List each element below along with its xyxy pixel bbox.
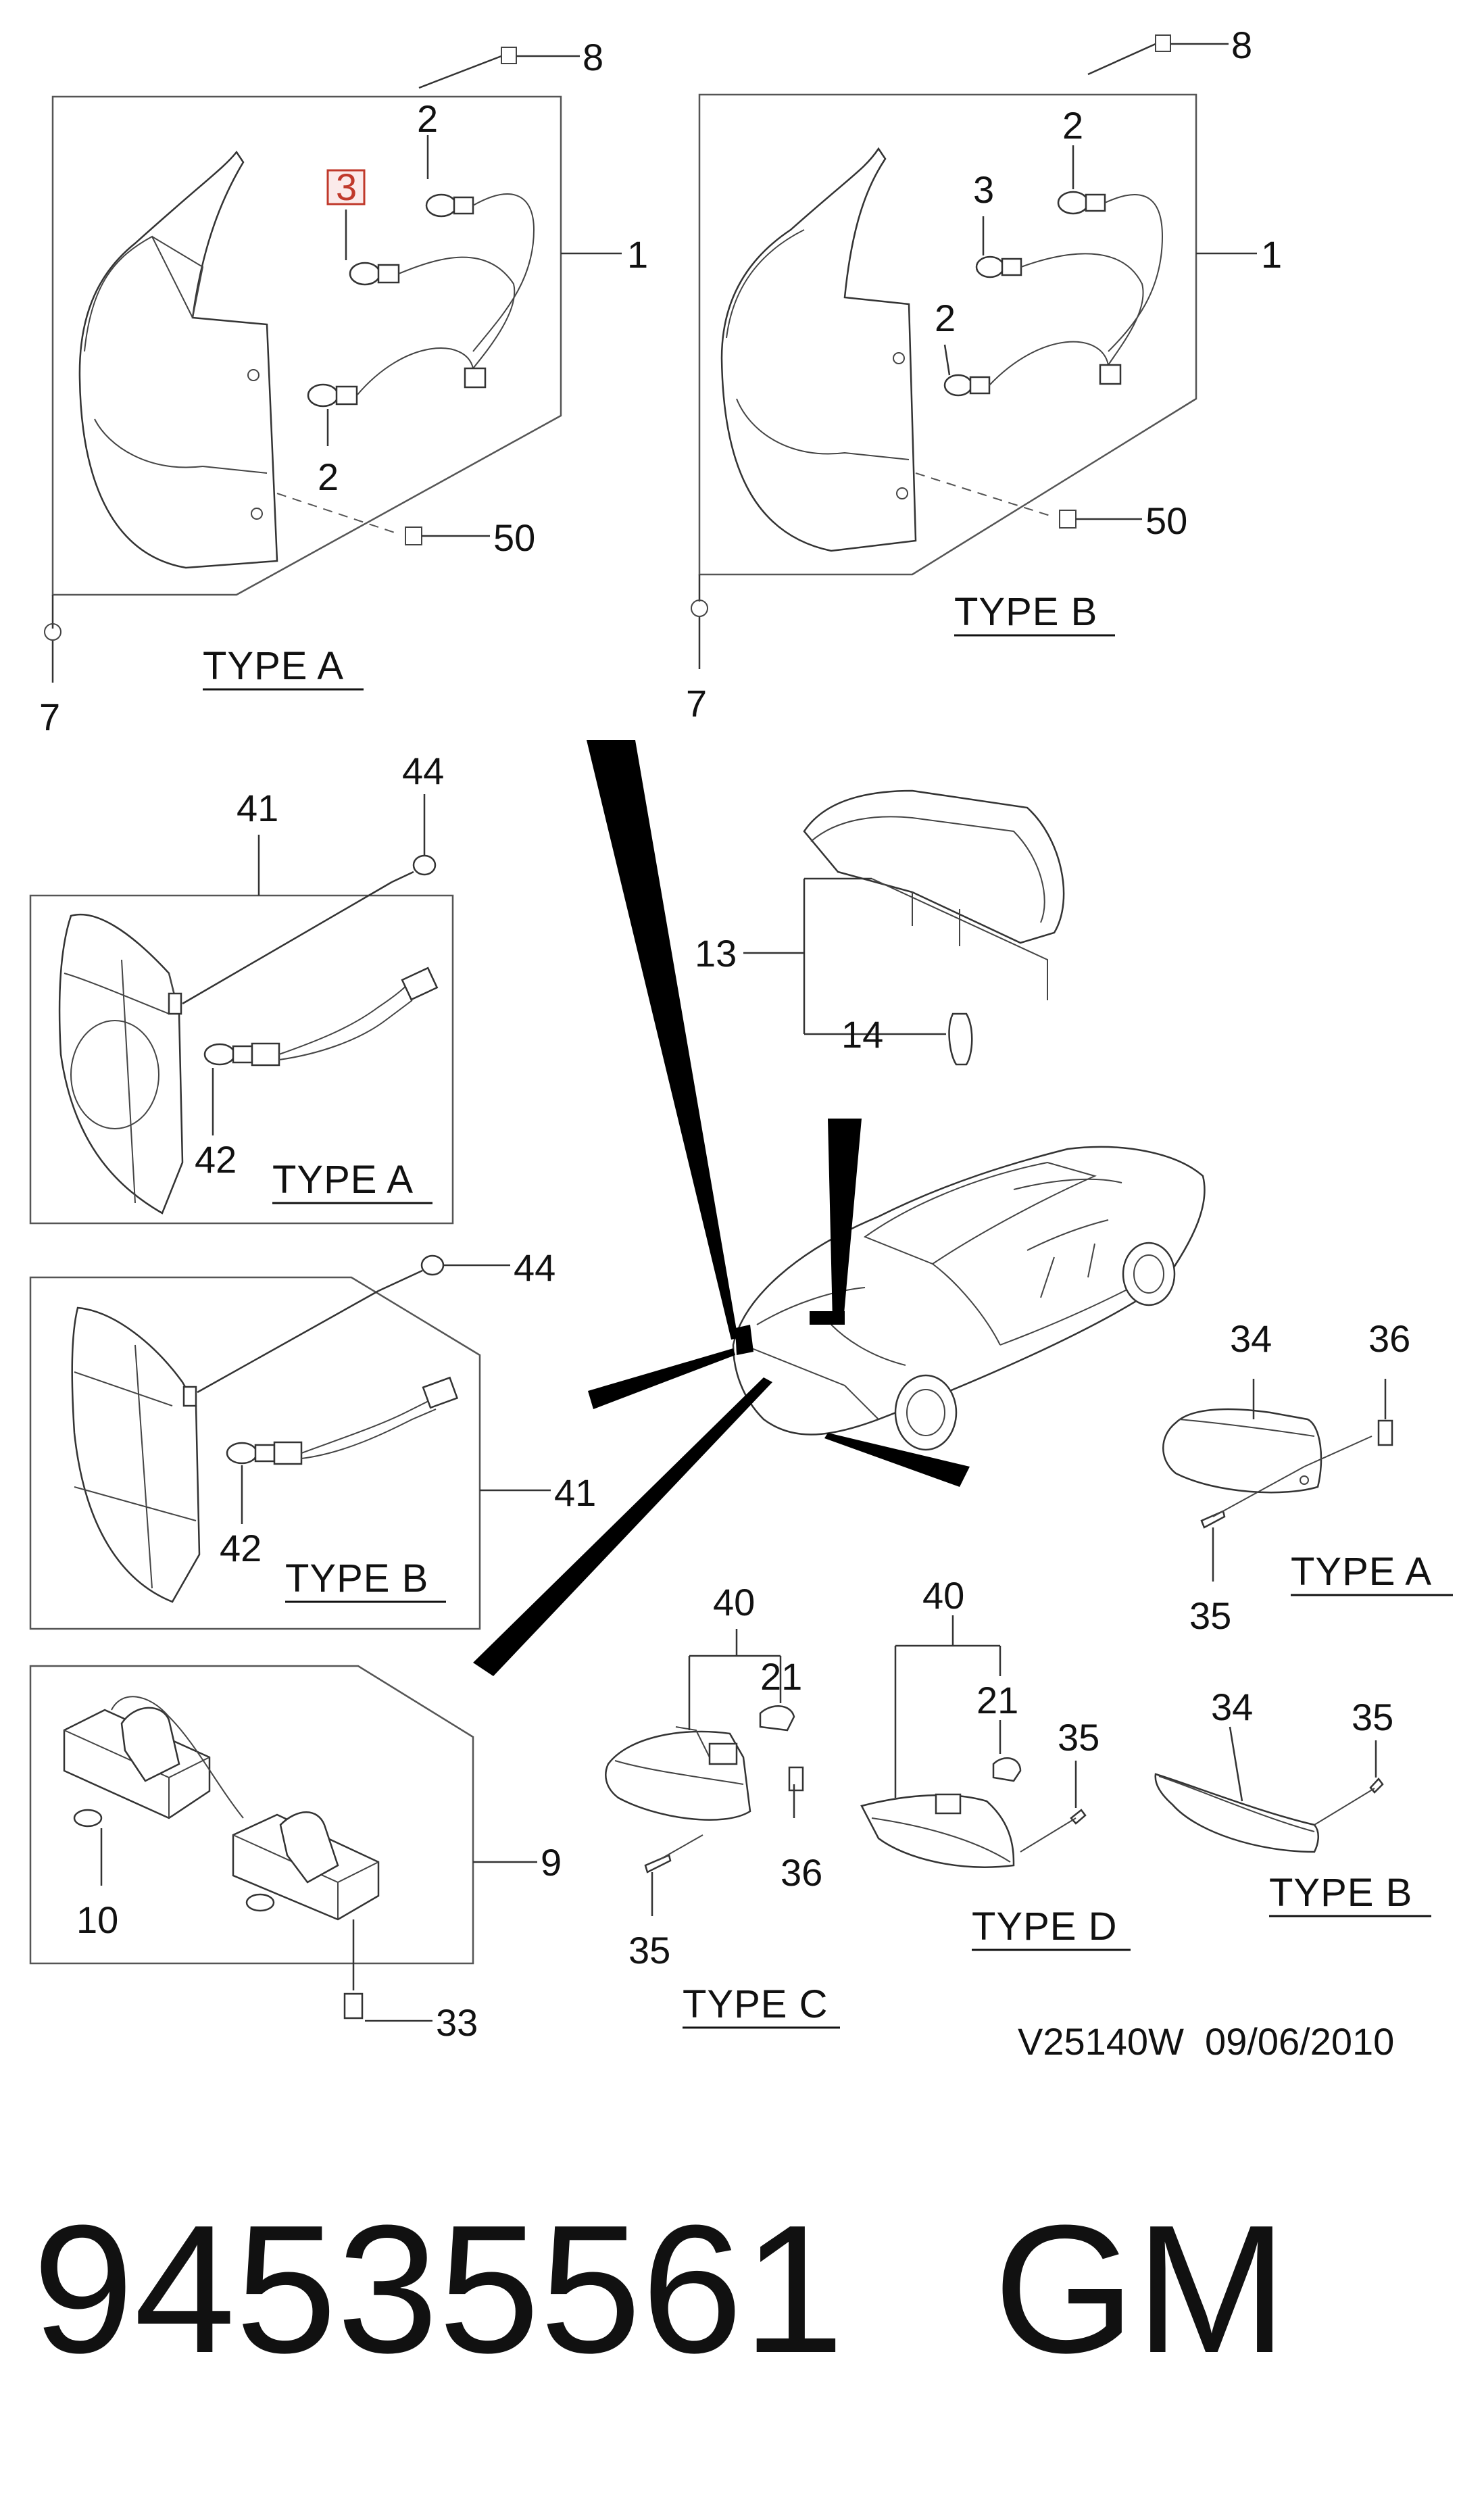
callout-3: 3 [973, 168, 994, 211]
callout-10: 10 [76, 1899, 118, 1941]
side-marker-type-d [860, 1615, 1087, 1868]
callout-1: 1 [1261, 233, 1282, 276]
leader-wedges [473, 740, 970, 1676]
callout-14: 14 [841, 1013, 883, 1056]
callout-13: 13 [695, 932, 737, 975]
callout-36: 36 [781, 1851, 822, 1894]
callout-41: 41 [554, 1471, 596, 1514]
callouts-refl-a: 34 36 35 TYPE A [1189, 1317, 1453, 1637]
type-label: TYPE B [285, 1557, 428, 1600]
callout-36: 36 [1368, 1317, 1410, 1360]
rear-reflector-type-b [1154, 1726, 1384, 1853]
callout-2: 2 [417, 97, 438, 140]
callout-2: 2 [1062, 104, 1083, 147]
callout-35: 35 [1058, 1716, 1099, 1759]
callout-21: 21 [976, 1679, 1018, 1721]
type-label: TYPE B [954, 590, 1097, 634]
callout-50: 50 [1145, 499, 1187, 542]
callout-7: 7 [686, 682, 707, 725]
side-marker-type-c [605, 1629, 804, 1916]
type-label: TYPE B [1269, 1871, 1412, 1915]
callout-7: 7 [39, 695, 60, 738]
callout-42: 42 [195, 1138, 237, 1181]
type-label: TYPE A [1291, 1550, 1432, 1594]
rear-reflector-type-a [1162, 1379, 1393, 1582]
callouts-tail-a: 44 41 42 TYPE A [195, 750, 444, 1204]
part-number: 94535561 [32, 2188, 844, 2391]
callouts-type-a: 8 2 3 1 2 50 7 TYPE A [39, 36, 648, 738]
type-label: TYPE A [272, 1158, 414, 1202]
callout-50: 50 [493, 516, 535, 559]
callout-2: 2 [935, 297, 956, 339]
callout-41: 41 [237, 787, 278, 829]
callouts-license: 9 10 33 [76, 1828, 562, 2044]
callouts-type-d: 40 21 35 TYPE D [922, 1574, 1131, 1951]
callouts-tail-b: 44 41 42 TYPE B [220, 1246, 596, 1603]
callouts-type-c: 40 21 36 35 TYPE C [628, 1581, 840, 2029]
callout-35: 35 [1189, 1594, 1231, 1637]
rear-combination-lamp-type-b [698, 93, 1197, 576]
type-label: TYPE C [683, 1982, 828, 2026]
callout-21: 21 [760, 1655, 802, 1698]
callout-40: 40 [713, 1581, 755, 1623]
callout-35: 35 [628, 1929, 670, 1972]
callout-3: 3 [336, 166, 357, 208]
rear-combination-lamp-type-a [51, 95, 562, 596]
tail-lamp-type-a [29, 871, 454, 1225]
callout-42: 42 [220, 1527, 262, 1569]
callout-34: 34 [1230, 1317, 1272, 1360]
type-label: TYPE A [203, 644, 344, 688]
callout-2: 2 [318, 456, 339, 498]
callout-1: 1 [627, 233, 648, 276]
brand-label: GM [993, 2188, 1287, 2391]
license-plate-lamp [29, 1665, 474, 2019]
highlight-box [326, 169, 366, 205]
callout-33: 33 [436, 2001, 478, 2044]
callout-35: 35 [1352, 1696, 1393, 1738]
callouts-type-b: 8 2 3 1 2 50 7 TYPE B [686, 24, 1282, 725]
tail-lamp-type-b [29, 1269, 481, 1630]
callouts-refl-b: 34 35 TYPE B [1211, 1686, 1431, 1917]
callout-9: 9 [541, 1841, 562, 1884]
high-mount-stop-lamp [743, 789, 1065, 1066]
callout-44: 44 [514, 1246, 555, 1289]
car-illustration [732, 1146, 1206, 1451]
drawing-code: V25140W 09/06/2010 [1018, 2020, 1394, 2063]
callout-8: 8 [583, 36, 603, 78]
callout-34: 34 [1211, 1686, 1253, 1728]
callout-8: 8 [1231, 24, 1252, 66]
type-label: TYPE D [972, 1905, 1118, 1949]
callout-44: 44 [402, 750, 444, 792]
callout-40: 40 [922, 1574, 964, 1617]
